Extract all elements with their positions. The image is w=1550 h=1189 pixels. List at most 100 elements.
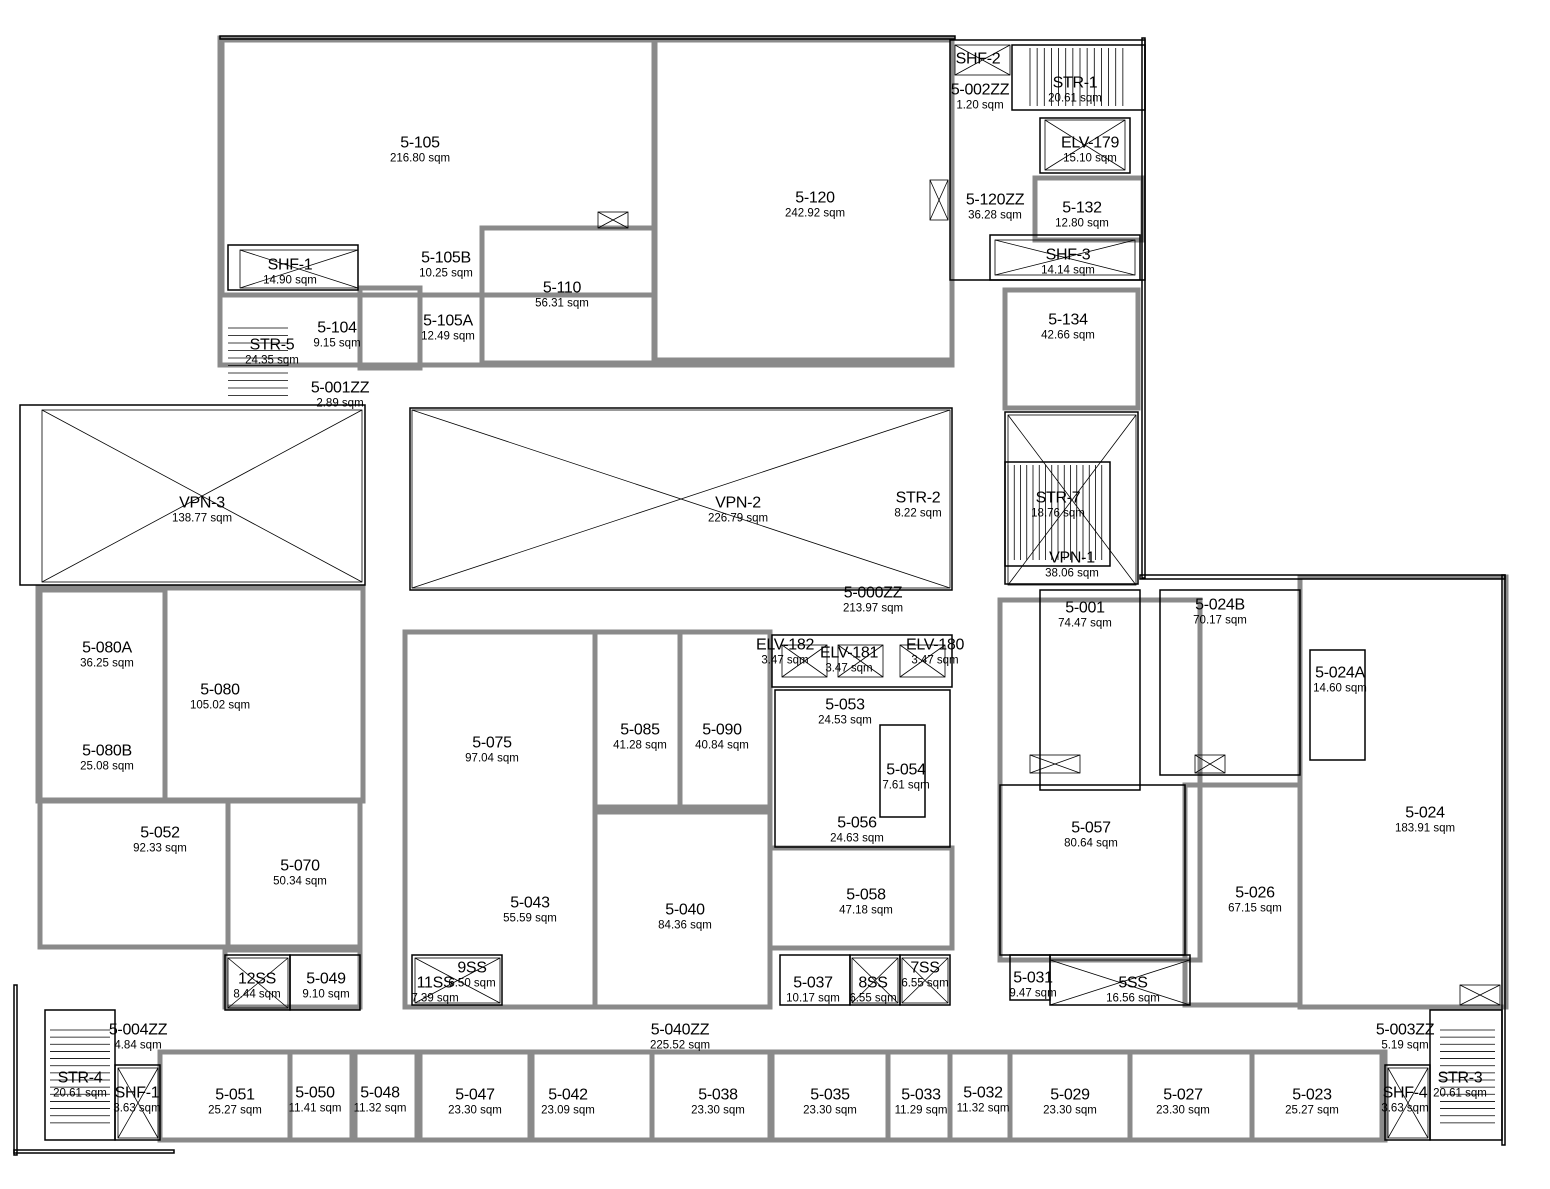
outer-wall [13, 1149, 175, 1154]
room-name: 5-035 [810, 1086, 850, 1104]
room-name: 5-032 [963, 1084, 1003, 1102]
room-name: 5-038 [698, 1086, 738, 1104]
wall [19, 404, 366, 586]
room-area: 41.28 sqm [613, 739, 667, 752]
void-outline [117, 1067, 159, 1139]
room-name: SHF-1 [267, 256, 313, 274]
room-name: ELV-181 [819, 644, 879, 662]
void-cross [901, 957, 949, 1004]
room-area: 8.22 sqm [894, 507, 942, 520]
hatched-wall [652, 37, 955, 363]
room-name: STR-4 [57, 1069, 103, 1087]
void-outline [1387, 1067, 1429, 1139]
room-area: 23.30 sqm [448, 1104, 502, 1117]
room-name: 5-070 [280, 857, 320, 875]
room-name: 5-080A [82, 639, 132, 657]
room-label: SHF-2 [955, 50, 1001, 69]
void-outline [929, 179, 949, 221]
room-area: 7.61 sqm [882, 779, 930, 792]
room-area: 226.79 sqm [707, 512, 769, 525]
void-cross [1387, 1067, 1429, 1139]
void-cross [851, 957, 899, 1004]
room-area: 23.30 sqm [691, 1104, 745, 1117]
room-name: 5-110 [542, 279, 582, 297]
room-area: 38.06 sqm [1045, 567, 1099, 580]
room-area: 105.02 sqm [189, 699, 251, 712]
room-area: 18.76 sqm [1031, 507, 1085, 520]
void-outline [994, 239, 1136, 276]
void-outline [781, 644, 828, 678]
room-area: 25.08 sqm [80, 760, 134, 773]
room-name: 5-052 [140, 824, 180, 842]
room-area: 70.17 sqm [1193, 614, 1247, 627]
room-area: 10.25 sqm [419, 267, 473, 280]
room-name: SHF-4 [1382, 1084, 1428, 1102]
room-name: STR-5 [249, 336, 295, 354]
room-name: 5-053 [825, 696, 865, 714]
room-area: 11.29 sqm [894, 1104, 948, 1117]
room-area: 50.34 sqm [273, 875, 327, 888]
void-cross [239, 249, 359, 289]
outer-wall [1141, 37, 1146, 579]
room-name: 5-090 [702, 721, 742, 739]
room-area: 24.35 sqm [245, 354, 299, 367]
room-area: 6.55 sqm [849, 992, 897, 1005]
wall [411, 954, 503, 1006]
void-cross [994, 239, 1136, 276]
room-area: 183.91 sqm [1394, 822, 1456, 835]
room-area: 23.30 sqm [803, 1104, 857, 1117]
room-name: 5-048 [360, 1084, 400, 1102]
hatched-wall [352, 1049, 420, 1143]
hatched-wall [1249, 1049, 1385, 1143]
room-name: 5-001ZZ [310, 379, 370, 397]
room-name: 9SS [457, 959, 487, 977]
room-name: 5-075 [472, 734, 512, 752]
hatched-wall [767, 845, 955, 951]
outer-wall [219, 35, 956, 40]
wall [771, 634, 953, 688]
void-cross [1029, 754, 1081, 774]
room-name: 5-049 [306, 970, 346, 988]
hatched-wall [1297, 574, 1509, 1010]
wall [1039, 117, 1131, 174]
hatched-wall [997, 597, 1203, 963]
room-area: 242.92 sqm [784, 207, 846, 220]
room-name: 5-001 [1065, 599, 1105, 617]
room-area: 3.63 sqm [1381, 1102, 1429, 1115]
room-area: 47.18 sqm [839, 904, 893, 917]
outer-wall [13, 984, 18, 1156]
room-name: 5-132 [1062, 199, 1102, 217]
room-area: 25.27 sqm [1285, 1104, 1339, 1117]
room-name: SHF-2 [955, 50, 1001, 68]
room-name: STR-1 [1052, 74, 1098, 92]
room-area: 55.59 sqm [503, 912, 557, 925]
